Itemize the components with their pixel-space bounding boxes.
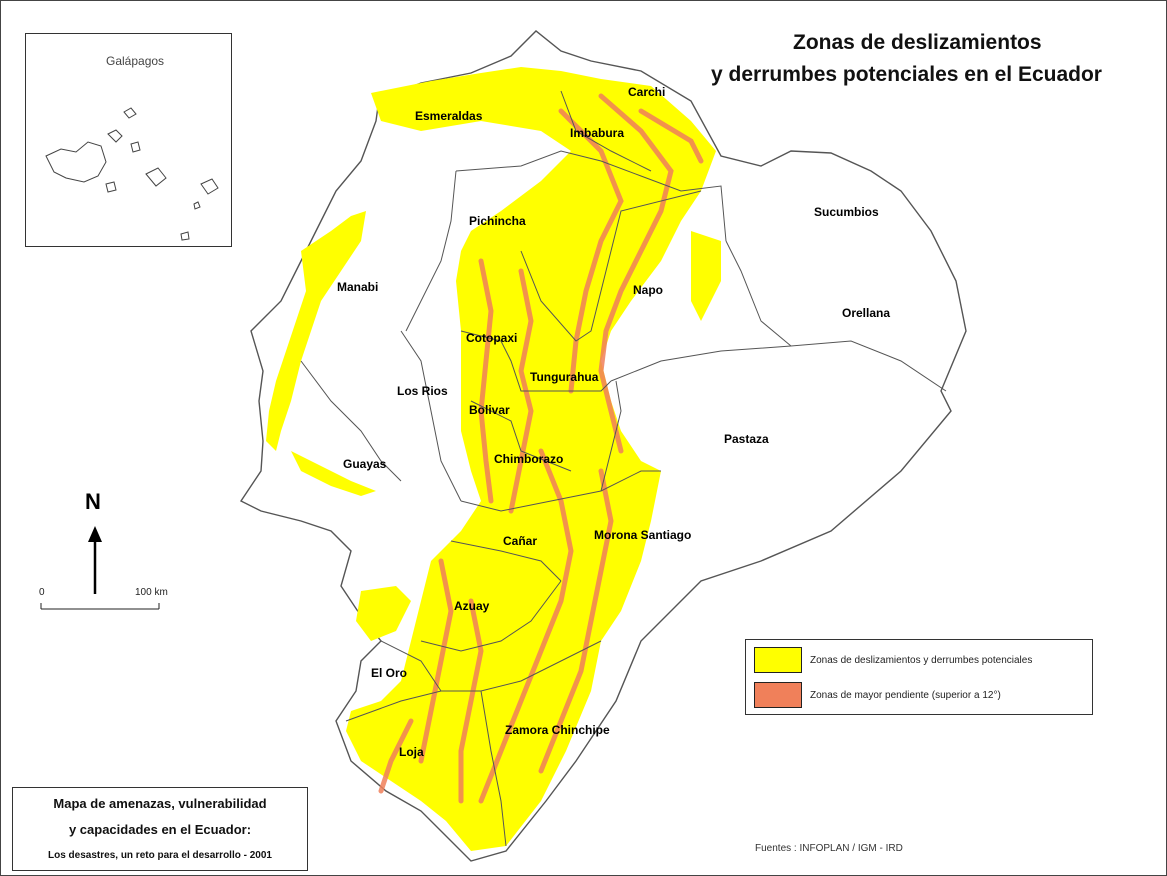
- province-label-zamora-chinchipe: Zamora Chinchipe: [505, 723, 610, 737]
- province-label-pichincha: Pichincha: [469, 214, 526, 228]
- legend: Zonas de deslizamientos y derrumbes pote…: [745, 639, 1093, 715]
- province-label-loja: Loja: [399, 745, 424, 759]
- galapagos-inset: Galápagos: [25, 33, 232, 247]
- north-label: N: [85, 489, 101, 514]
- province-label-canar: Cañar: [503, 534, 538, 548]
- scale-end-label: 100 km: [135, 587, 168, 598]
- north-arrow-icon: [88, 526, 102, 594]
- province-label-sucumbios: Sucumbios: [814, 205, 879, 219]
- province-label-esmeraldas: Esmeraldas: [415, 109, 483, 123]
- scale-bar: [40, 603, 160, 610]
- province-label-manabi: Manabi: [337, 280, 379, 294]
- legend-item-landslide: Zonas de deslizamientos y derrumbes pote…: [754, 647, 1032, 673]
- legend-item-steep: Zonas de mayor pendiente (superior a 12°…: [754, 682, 1001, 708]
- legend-swatch-landslide: [754, 647, 802, 673]
- province-label-morona-santiago: Morona Santiago: [594, 528, 692, 542]
- galapagos-islands: [45, 107, 219, 241]
- province-label-napo: Napo: [633, 283, 663, 297]
- legend-swatch-steep: [754, 682, 802, 708]
- province-label-los-rios: Los Rios: [397, 384, 448, 398]
- legend-label-steep: Zonas de mayor pendiente (superior a 12°…: [810, 689, 1001, 701]
- province-label-guayas: Guayas: [343, 457, 387, 471]
- province-label-cotopaxi: Cotopaxi: [466, 331, 518, 345]
- province-label-bolivar: Bolivar: [469, 403, 510, 417]
- landslide-zones: [266, 67, 721, 851]
- province-label-chimborazo: Chimborazo: [494, 452, 564, 466]
- map-title-line1: Zonas de deslizamientos: [793, 31, 1042, 54]
- map-info-line1: Mapa de amenazas, vulnerabilidad: [53, 796, 267, 811]
- scale-start-label: 0: [39, 587, 45, 598]
- province-label-tungurahua: Tungurahua: [530, 370, 599, 384]
- province-label-pastaza: Pastaza: [724, 432, 769, 446]
- map-info-box: Mapa de amenazas, vulnerabilidad y capac…: [12, 787, 308, 871]
- province-label-orellana: Orellana: [842, 306, 891, 320]
- province-label-el-oro: El Oro: [371, 666, 408, 680]
- province-label-carchi: Carchi: [628, 85, 666, 99]
- province-label-imbabura: Imbabura: [570, 126, 625, 140]
- province-borders: [300, 90, 947, 847]
- map-info-line2: y capacidades en el Ecuador:: [68, 822, 252, 837]
- source-credit: Fuentes : INFOPLAN / IGM - IRD: [755, 843, 903, 854]
- map-info-line3: Los desastres, un reto para el desarroll…: [48, 850, 272, 861]
- province-label-azuay: Azuay: [454, 599, 490, 613]
- map-title-line2: y derrumbes potenciales en el Ecuador: [711, 63, 1102, 86]
- galapagos-label: Galápagos: [106, 54, 165, 68]
- legend-label-landslide: Zonas de deslizamientos y derrumbes pote…: [810, 654, 1033, 666]
